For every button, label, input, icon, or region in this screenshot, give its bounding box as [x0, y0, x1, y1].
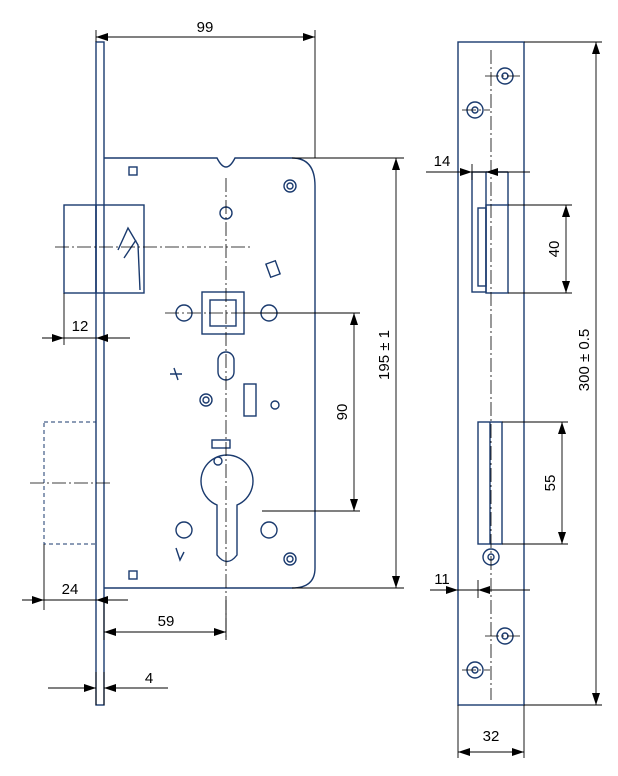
screw-hole [283, 552, 297, 566]
latch-part [175, 547, 185, 562]
latch-part [265, 259, 281, 279]
lock-case [104, 157, 316, 589]
fixing-hole [175, 521, 193, 539]
fixing-hole [270, 400, 280, 410]
dim-latch-opening: 40 [546, 241, 563, 258]
bolt-opening [477, 421, 503, 545]
latch-part [243, 383, 257, 417]
faceplate [95, 41, 105, 706]
dim-plate-height: 300 ± 0.5 [576, 329, 593, 391]
dim-backset: 59 [158, 613, 175, 630]
fixing-hole [260, 521, 278, 539]
dim-latch-offset: 14 [434, 153, 451, 170]
dim-faceplate-offset: 12 [72, 318, 89, 335]
strike-plate-view: 300 ± 0.5 40 55 14 11 32 [426, 41, 602, 758]
latch-opening [471, 171, 509, 294]
latch-part [170, 367, 182, 381]
dim-backset-total: 99 [197, 19, 214, 36]
dim-plate-width: 32 [483, 728, 500, 745]
rivet-marker [128, 570, 138, 580]
strike-plate [457, 41, 525, 706]
dim-faceplate-thickness: 4 [145, 670, 153, 687]
dim-body-height: 195 ± 1 [376, 330, 393, 380]
rivet-marker [128, 166, 138, 176]
dim-bolt-opening: 55 [542, 475, 559, 492]
lock-body-view: 99 195 ± 1 90 12 24 59 4 [22, 19, 404, 706]
latch-bolt [63, 204, 145, 294]
screw-hole [283, 179, 297, 193]
screw-hole [199, 393, 213, 407]
dim-case-offset: 24 [62, 581, 79, 598]
latch-part [211, 439, 231, 449]
profile-cylinder-cutout [200, 454, 254, 563]
dim-follower-to-cylinder: 90 [334, 404, 351, 421]
dim-bolt-offset: 11 [434, 571, 450, 588]
